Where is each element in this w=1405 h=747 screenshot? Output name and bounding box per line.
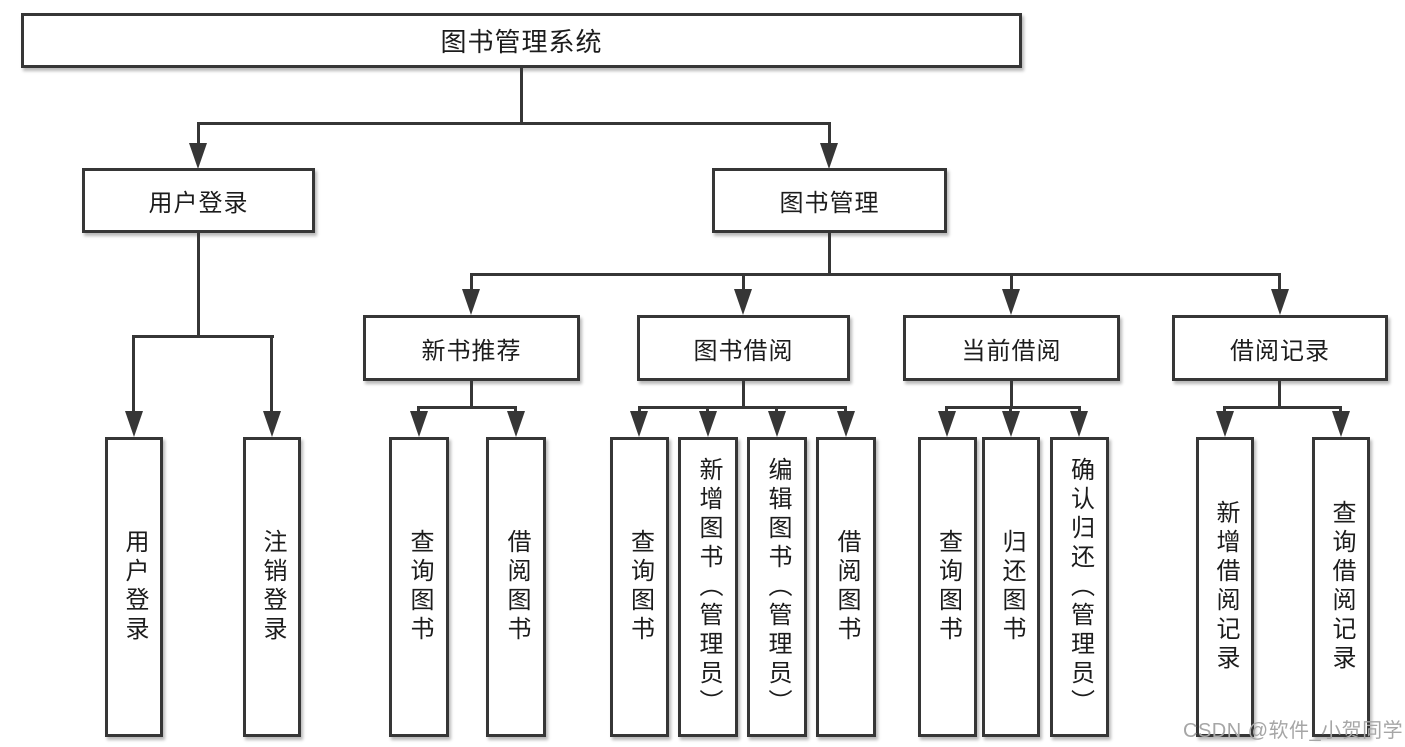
node-book-management: 图书管理 [712, 168, 947, 233]
connector-stub [742, 381, 745, 408]
arrowhead-down-icon [768, 411, 786, 437]
leaf-borrow-books-recommend: 借阅图书 [486, 437, 546, 737]
connector-drop-line [417, 406, 420, 415]
leaf-confirm-return-admin: 确认归还（管理员） [1050, 437, 1109, 737]
connector-drop-line [706, 406, 709, 415]
leaf-borrow-books: 借阅图书 [816, 437, 876, 737]
connector-user-login-stub [197, 233, 200, 335]
arrowhead-down-icon [734, 289, 752, 315]
arrowhead-down-icon [938, 411, 956, 437]
leaf-query-books-borrowing: 查询图书 [610, 437, 669, 737]
connector-drop-line [1010, 273, 1013, 291]
node-user-login: 用户登录 [82, 168, 315, 233]
node-new-book-recommend: 新书推荐 [363, 315, 580, 381]
arrowhead-down-icon [699, 411, 717, 437]
connector-drop-line [270, 335, 273, 413]
connector-drop-line [1278, 273, 1281, 291]
connector-book-mgmt-stub [828, 233, 831, 273]
leaf-user-login: 用户登录 [105, 437, 163, 737]
connector-drop-line [514, 406, 517, 415]
arrowhead-down-icon [462, 289, 480, 315]
connector-drop-line [1223, 406, 1226, 415]
connector-drop-line [742, 273, 745, 291]
arrowhead-down-icon [1002, 411, 1020, 437]
connector-drop-line [945, 406, 948, 415]
leaf-add-borrow-record: 新增借阅记录 [1196, 437, 1254, 737]
connector-drop-line [775, 406, 778, 415]
leaf-query-borrow-record: 查询借阅记录 [1312, 437, 1370, 737]
connector-drop-line [470, 273, 473, 291]
connector-root-bar [197, 122, 831, 125]
connector-bar [639, 406, 846, 409]
leaf-query-books-recommend: 查询图书 [389, 437, 449, 737]
connector-drop-line [1009, 406, 1012, 415]
leaf-add-book-admin: 新增图书（管理员） [678, 437, 738, 737]
connector-drop-line [844, 406, 847, 415]
connector-stub [470, 381, 473, 408]
leaf-edit-book-admin: 编辑图书（管理员） [747, 437, 807, 737]
connector-drop-line [1339, 406, 1342, 415]
connector-bar [419, 406, 516, 409]
connector-drop-line [1078, 406, 1081, 415]
arrowhead-down-icon [820, 143, 838, 169]
arrowhead-down-icon [1002, 289, 1020, 315]
connector-book-mgmt-bar [470, 273, 1281, 276]
connector-stub [1278, 381, 1281, 408]
node-current-borrowing: 当前借阅 [903, 315, 1120, 381]
leaf-query-books-current: 查询图书 [918, 437, 977, 737]
connector-user-login-bar [132, 335, 274, 338]
csdn-watermark: CSDN @软件_小贺同学 [1183, 720, 1404, 742]
arrowhead-down-icon [837, 411, 855, 437]
arrowhead-down-icon [630, 411, 648, 437]
arrowhead-down-icon [263, 411, 281, 437]
arrowhead-down-icon [125, 411, 143, 437]
connector-root-stub [520, 68, 523, 122]
arrowhead-down-icon [1216, 411, 1234, 437]
arrowhead-down-icon [189, 143, 207, 169]
node-borrowing-records: 借阅记录 [1172, 315, 1388, 381]
connector-stub [1010, 381, 1013, 408]
connector-drop-line [638, 406, 641, 415]
node-book-borrowing: 图书借阅 [637, 315, 850, 381]
arrowhead-down-icon [1332, 411, 1350, 437]
arrowhead-down-icon [410, 411, 428, 437]
connector-bar [1225, 406, 1341, 409]
arrowhead-down-icon [1271, 289, 1289, 315]
leaf-return-book: 归还图书 [982, 437, 1040, 737]
connector-drop-line [132, 335, 135, 413]
arrowhead-down-icon [507, 411, 525, 437]
arrowhead-down-icon [1070, 411, 1088, 437]
connector-drop-line [828, 122, 831, 148]
connector-bar [947, 406, 1080, 409]
leaf-logout: 注销登录 [243, 437, 301, 737]
connector-drop-line [197, 122, 200, 148]
node-library-management-system: 图书管理系统 [21, 13, 1022, 68]
